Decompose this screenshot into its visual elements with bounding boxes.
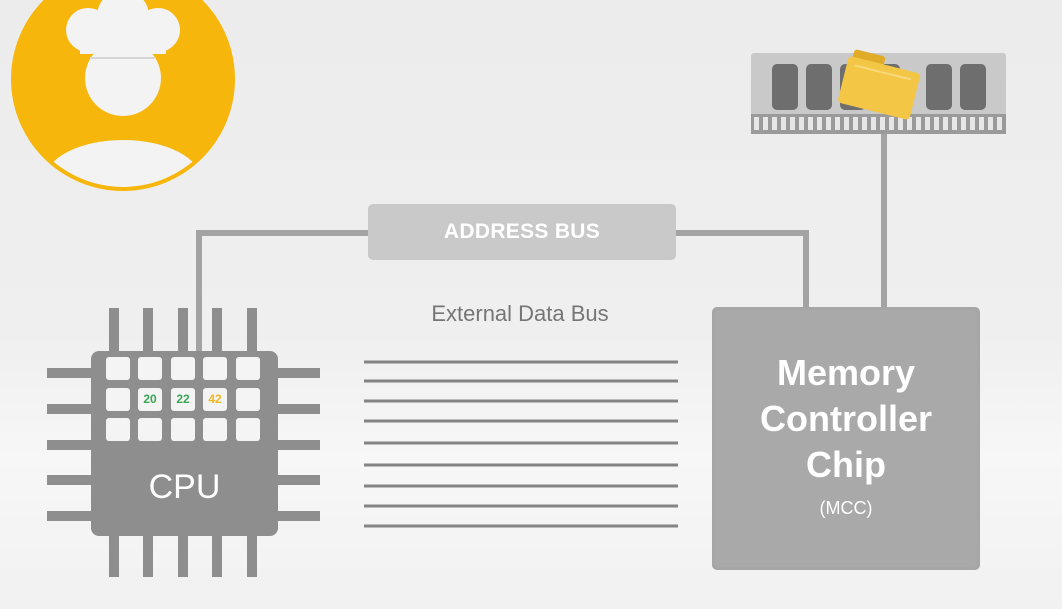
cpu-label: CPU bbox=[148, 468, 221, 506]
chef-avatar-icon bbox=[11, 0, 235, 191]
cpu-pins bbox=[47, 308, 320, 577]
cpu-register-grid bbox=[106, 357, 260, 441]
cpu-chip bbox=[91, 351, 278, 536]
folder-icon bbox=[838, 49, 920, 120]
register-value: 42 bbox=[208, 392, 222, 406]
register-value: 20 bbox=[143, 392, 157, 406]
external-data-bus-label: External Data Bus bbox=[431, 301, 609, 326]
register-value: 22 bbox=[176, 392, 190, 406]
address-bus-box bbox=[368, 204, 676, 260]
address-bus-wire bbox=[196, 230, 809, 374]
external-data-bus-lines bbox=[364, 360, 678, 528]
mcc-abbreviation: (MCC) bbox=[819, 498, 873, 518]
address-bus-label: ADDRESS BUS bbox=[443, 220, 601, 243]
